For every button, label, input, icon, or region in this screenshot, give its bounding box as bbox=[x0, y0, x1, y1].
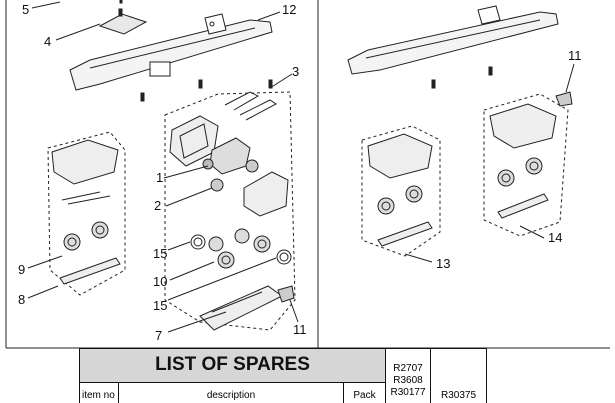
base-plate bbox=[199, 285, 283, 331]
gear-b bbox=[245, 159, 259, 173]
screws bbox=[140, 66, 493, 102]
spares-title: LIST OF SPARES bbox=[155, 354, 310, 375]
chassis-right bbox=[347, 5, 559, 75]
header-description: description bbox=[119, 382, 344, 403]
bogie-13-outline bbox=[361, 125, 441, 257]
bogie-frame-left bbox=[51, 139, 119, 185]
washer-a bbox=[190, 234, 206, 250]
header-codes-a: R2707 R3608 R30177 bbox=[386, 348, 431, 403]
contact-clip-b bbox=[239, 99, 277, 121]
callout-labels: 5 4 12 3 1 2 9 8 15 10 15 7 11 11 14 13 bbox=[18, 2, 582, 343]
header-codes-b: R30375 bbox=[431, 348, 487, 403]
callout-5: 5 bbox=[22, 2, 29, 17]
callout-2: 2 bbox=[154, 198, 161, 213]
callout-9: 9 bbox=[18, 262, 25, 277]
spares-title-cell: LIST OF SPARES bbox=[79, 348, 386, 382]
spares-table: LIST OF SPARES item no description Pack … bbox=[79, 348, 487, 403]
contact-clip-a bbox=[224, 91, 260, 111]
callout-11-right: 11 bbox=[568, 48, 582, 63]
bogie-springs bbox=[61, 191, 111, 205]
gear-block bbox=[243, 171, 289, 217]
bogie-14-outline bbox=[483, 93, 569, 237]
codes-a: R2707 R3608 R30177 bbox=[390, 363, 426, 398]
callout-14: 14 bbox=[548, 230, 562, 245]
callout-15-a: 15 bbox=[153, 246, 167, 261]
coupling-left bbox=[277, 285, 295, 303]
callout-10: 10 bbox=[153, 274, 167, 289]
motor-bogie-outline bbox=[164, 91, 296, 331]
callout-8: 8 bbox=[18, 292, 25, 307]
callout-11-left: 11 bbox=[293, 322, 307, 337]
header-pack: Pack bbox=[344, 382, 386, 403]
wheelset-motor bbox=[208, 228, 271, 269]
callout-1: 1 bbox=[156, 170, 163, 185]
header-item-no: item no bbox=[79, 382, 119, 403]
motor-frame bbox=[169, 115, 219, 167]
wheelset-trailing bbox=[63, 221, 109, 251]
gear-a bbox=[210, 178, 224, 192]
callout-12: 12 bbox=[282, 2, 296, 17]
exploded-parts-diagram: 5 4 12 3 1 2 9 8 15 10 15 7 11 11 14 13 bbox=[5, 0, 610, 349]
callout-7: 7 bbox=[155, 328, 162, 343]
callout-3: 3 bbox=[292, 64, 299, 79]
bogie-bar-left bbox=[59, 257, 121, 285]
callout-4: 4 bbox=[44, 34, 51, 49]
callout-15-b: 15 bbox=[153, 298, 167, 313]
washer-b bbox=[276, 249, 292, 265]
motor bbox=[202, 137, 251, 175]
leader-lines bbox=[27, 1, 575, 333]
callout-13: 13 bbox=[436, 256, 450, 271]
small-plate bbox=[98, 0, 148, 35]
chassis-left bbox=[69, 13, 273, 91]
